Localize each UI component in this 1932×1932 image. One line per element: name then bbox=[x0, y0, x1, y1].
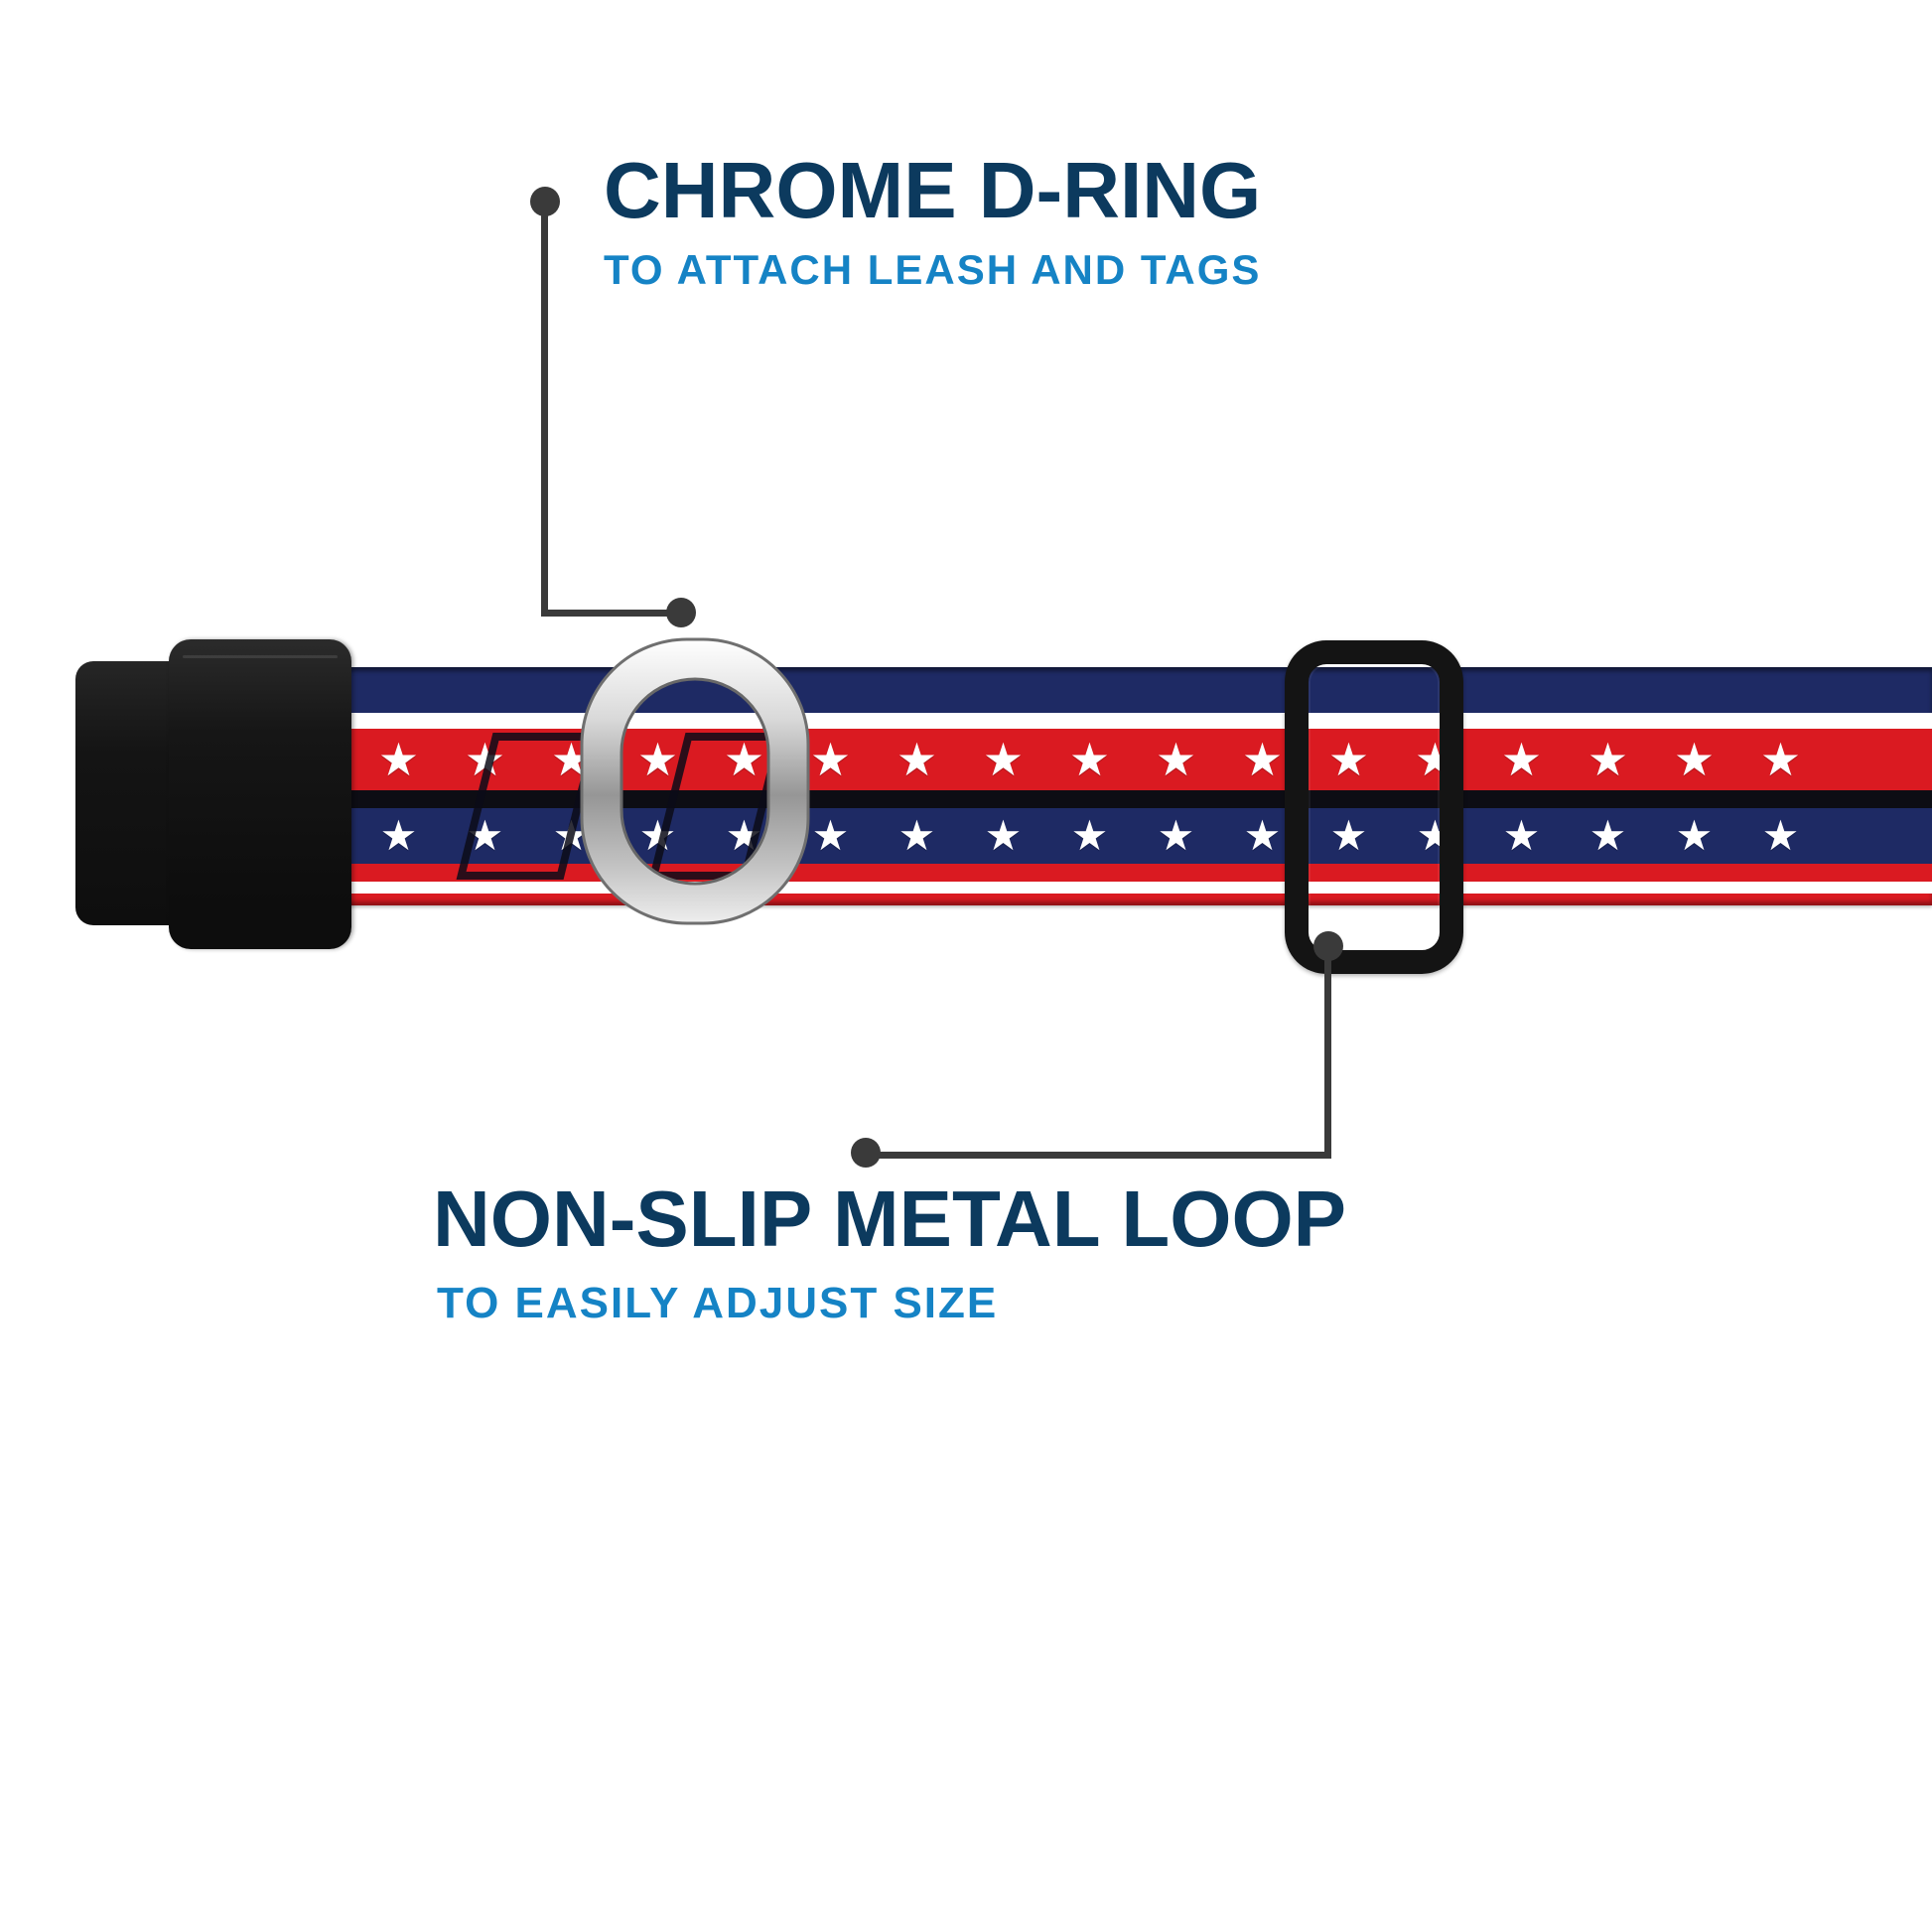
star-icon: ★ bbox=[464, 733, 506, 786]
callout-loop-line-horizontal bbox=[866, 1152, 1331, 1159]
red-stars-stripe: ★★★★★★★★★★★★★★★★★★★ bbox=[169, 729, 1932, 790]
star-icon: ★ bbox=[1329, 811, 1368, 860]
star-icon: ★ bbox=[1157, 811, 1195, 860]
callout-loop-subtitle: TO EASILY ADJUST SIZE bbox=[437, 1279, 999, 1327]
star-icon: ★ bbox=[811, 811, 850, 860]
callout-dring-subtitle: TO ATTACH LEASH AND TAGS bbox=[604, 246, 1262, 293]
callout-loop: NON-SLIP METAL LOOP TO EASILY ADJUST SIZ… bbox=[433, 1177, 1346, 1328]
star-icon: ★ bbox=[1761, 811, 1800, 860]
callout-dring: CHROME D-RING TO ATTACH LEASH AND TAGS bbox=[604, 149, 1261, 294]
star-icon: ★ bbox=[984, 811, 1023, 860]
star-icon: ★ bbox=[1588, 811, 1627, 860]
star-icon: ★ bbox=[897, 811, 936, 860]
white-stripe-top bbox=[169, 713, 1932, 729]
star-icon: ★ bbox=[809, 733, 852, 786]
star-icon: ★ bbox=[1068, 733, 1111, 786]
star-icon: ★ bbox=[1675, 811, 1714, 860]
star-icon: ★ bbox=[1587, 733, 1629, 786]
navy-stars-stripe: ★★★★★★★★★★★★★★★★★★★ bbox=[169, 808, 1932, 864]
callout-loop-title: NON-SLIP METAL LOOP bbox=[433, 1174, 1347, 1263]
buckle-body bbox=[169, 639, 351, 949]
callout-dring-line-vertical bbox=[541, 202, 548, 617]
red-edge-bottom bbox=[169, 894, 1932, 905]
callout-dring-line-horizontal bbox=[541, 610, 682, 617]
star-icon: ★ bbox=[1155, 733, 1197, 786]
callout-dring-dot-top bbox=[530, 187, 560, 216]
star-icon: ★ bbox=[1327, 733, 1370, 786]
star-icon: ★ bbox=[379, 811, 418, 860]
callout-dring-title: CHROME D-RING bbox=[604, 146, 1262, 234]
white-stripe-bottom bbox=[169, 882, 1932, 894]
star-icon: ★ bbox=[466, 811, 504, 860]
collar-strap: ★★★★★★★★★★★★★★★★★★★ ★★★★★★★★★★★★★★★★★★★ bbox=[169, 667, 1932, 905]
star-icon: ★ bbox=[896, 733, 938, 786]
star-icon: ★ bbox=[1502, 811, 1541, 860]
red-stripe-bottom bbox=[169, 864, 1932, 882]
callout-loop-dot-target bbox=[1313, 931, 1343, 961]
black-center-stripe bbox=[169, 790, 1932, 808]
star-icon: ★ bbox=[1243, 811, 1282, 860]
callout-dring-dot-target bbox=[666, 598, 696, 627]
navy-stripe-top bbox=[169, 667, 1932, 713]
star-icon: ★ bbox=[1070, 811, 1109, 860]
star-icon: ★ bbox=[377, 733, 420, 786]
star-icon: ★ bbox=[1759, 733, 1802, 786]
callout-loop-line-vertical bbox=[1324, 945, 1331, 1159]
star-icon: ★ bbox=[1673, 733, 1716, 786]
callout-loop-dot-text bbox=[851, 1138, 881, 1168]
star-icon: ★ bbox=[1500, 733, 1543, 786]
metal-loop-slider bbox=[1285, 640, 1463, 974]
star-icon: ★ bbox=[982, 733, 1025, 786]
chrome-d-ring-icon bbox=[580, 637, 810, 925]
star-icon: ★ bbox=[1241, 733, 1284, 786]
